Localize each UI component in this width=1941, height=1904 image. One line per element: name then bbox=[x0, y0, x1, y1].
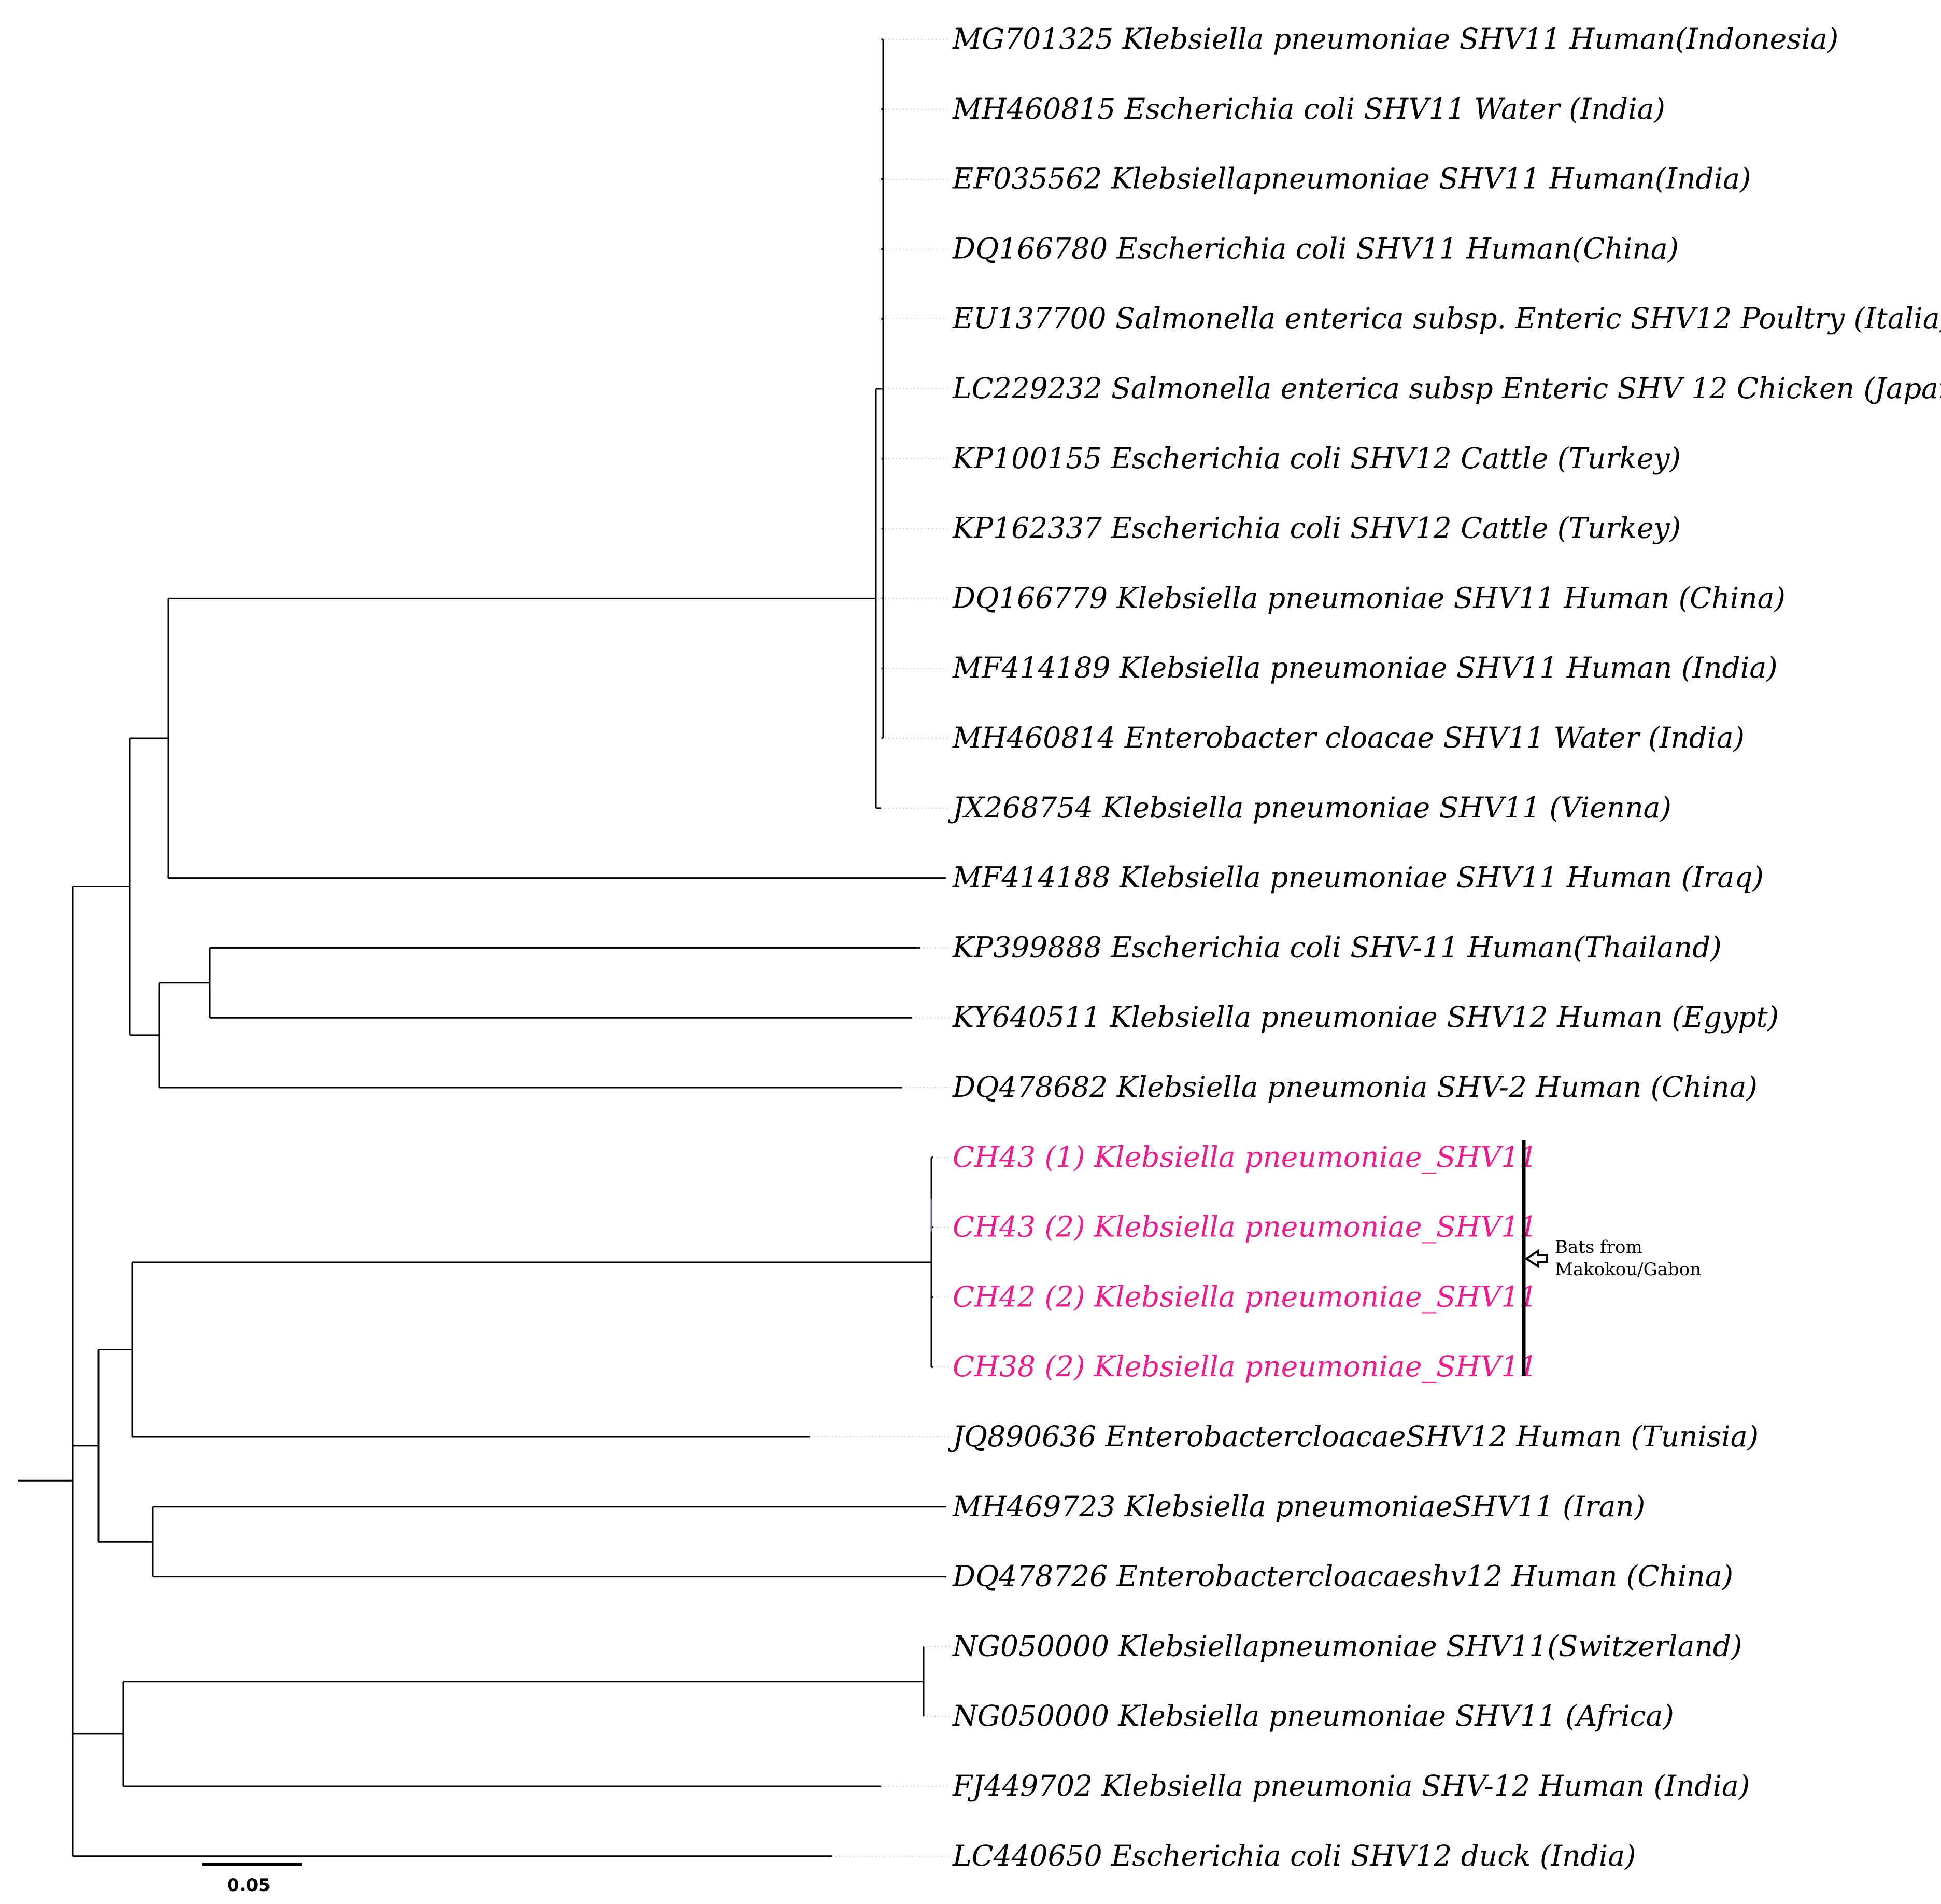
leaf-label-ch38-2: CH38 (2) Klebsiella pneumoniae_SHV11 bbox=[953, 1350, 1537, 1383]
leaf-label-kp399888: KP399888 Escherichia coli SHV-11 Human(T… bbox=[952, 930, 1722, 964]
tree-branches bbox=[18, 38, 946, 1857]
leaf-label-mf414189: MF414189 Klebsiella pneumoniae SHV11 Hum… bbox=[952, 651, 1778, 684]
leaf-label-dq478726: DQ478726 Enterobactercloacaeshv12 Human … bbox=[952, 1560, 1733, 1593]
leaf-label-fj449702: FJ449702 Klebsiella pneumonia SHV-12 Hum… bbox=[952, 1769, 1750, 1802]
leaf-label-mf414188: MF414188 Klebsiella pneumoniae SHV11 Hum… bbox=[952, 861, 1764, 894]
leaf-label-ng050000b: NG050000 Klebsiella pneumoniae SHV11 (Af… bbox=[952, 1699, 1674, 1732]
leaf-label-lc229232: LC229232 Salmonella enterica subsp Enter… bbox=[952, 372, 1941, 405]
leaf-labels: MG701325 Klebsiella pneumoniae SHV11 Hum… bbox=[947, 22, 1941, 1872]
leaf-label-mh469723: MH469723 Klebsiella pneumoniaeSHV11 (Ira… bbox=[952, 1490, 1645, 1523]
leaf-label-kp162337: KP162337 Escherichia coli SHV12 Cattle (… bbox=[952, 512, 1681, 545]
leaf-label-lc440650: LC440650 Escherichia coli SHV12 duck (In… bbox=[952, 1839, 1636, 1872]
clade-note-line2: Makokou/Gabon bbox=[1555, 1259, 1701, 1280]
leaf-label-dq166779: DQ166779 Klebsiella pneumoniae SHV11 Hum… bbox=[952, 581, 1786, 614]
leaf-label-mh460815: MH460815 Escherichia coli SHV11 Water (I… bbox=[952, 92, 1665, 125]
leaf-label-ky640511: KY640511 Klebsiella pneumoniae SHV12 Hum… bbox=[952, 1000, 1779, 1034]
clade-arrow-icon bbox=[1524, 1249, 1548, 1268]
leaf-label-eu137700: EU137700 Salmonella enterica subsp. Ente… bbox=[952, 302, 1941, 335]
leaf-label-ch42-2: CH42 (2) Klebsiella pneumoniae_SHV11 bbox=[953, 1280, 1537, 1313]
scale-bar-label: 0.05 bbox=[227, 1875, 271, 1896]
clade-note-line1: Bats from bbox=[1555, 1237, 1642, 1258]
leaf-leader-lines bbox=[810, 39, 950, 1857]
clade-bracket: Bats from Makokou/Gabon bbox=[1522, 1140, 1701, 1376]
leaf-label-mg701325: MG701325 Klebsiella pneumoniae SHV11 Hum… bbox=[952, 22, 1838, 55]
leaf-label-dq166780: DQ166780 Escherichia coli SHV11 Human(Ch… bbox=[952, 232, 1679, 265]
leaf-label-jx268754: JX268754 Klebsiella pneumoniae SHV11 (Vi… bbox=[947, 791, 1671, 824]
leaf-label-jq890636: JQ890636 EnterobactercloacaeSHV12 Human … bbox=[947, 1420, 1759, 1453]
leaf-label-dq478682: DQ478682 Klebsiella pneumonia SHV-2 Huma… bbox=[952, 1070, 1758, 1104]
leaf-label-mh460814: MH460814 Enterobacter cloacae SHV11 Wate… bbox=[952, 721, 1745, 754]
scale-bar-group: 0.05 bbox=[202, 1863, 302, 1896]
leaf-label-ef035562: EF035562 Klebsiellapneumoniae SHV11 Huma… bbox=[952, 162, 1751, 195]
leaf-label-ch43-2: CH43 (2) Klebsiella pneumoniae_SHV11 bbox=[953, 1210, 1537, 1244]
leaf-label-ch43-1: CH43 (1) Klebsiella pneumoniae_SHV11 bbox=[953, 1140, 1537, 1174]
leaf-label-kp100155: KP100155 Escherichia coli SHV12 Cattle (… bbox=[952, 442, 1681, 475]
leaf-label-ng050000a: NG050000 Klebsiellapneumoniae SHV11(Swit… bbox=[952, 1629, 1742, 1662]
